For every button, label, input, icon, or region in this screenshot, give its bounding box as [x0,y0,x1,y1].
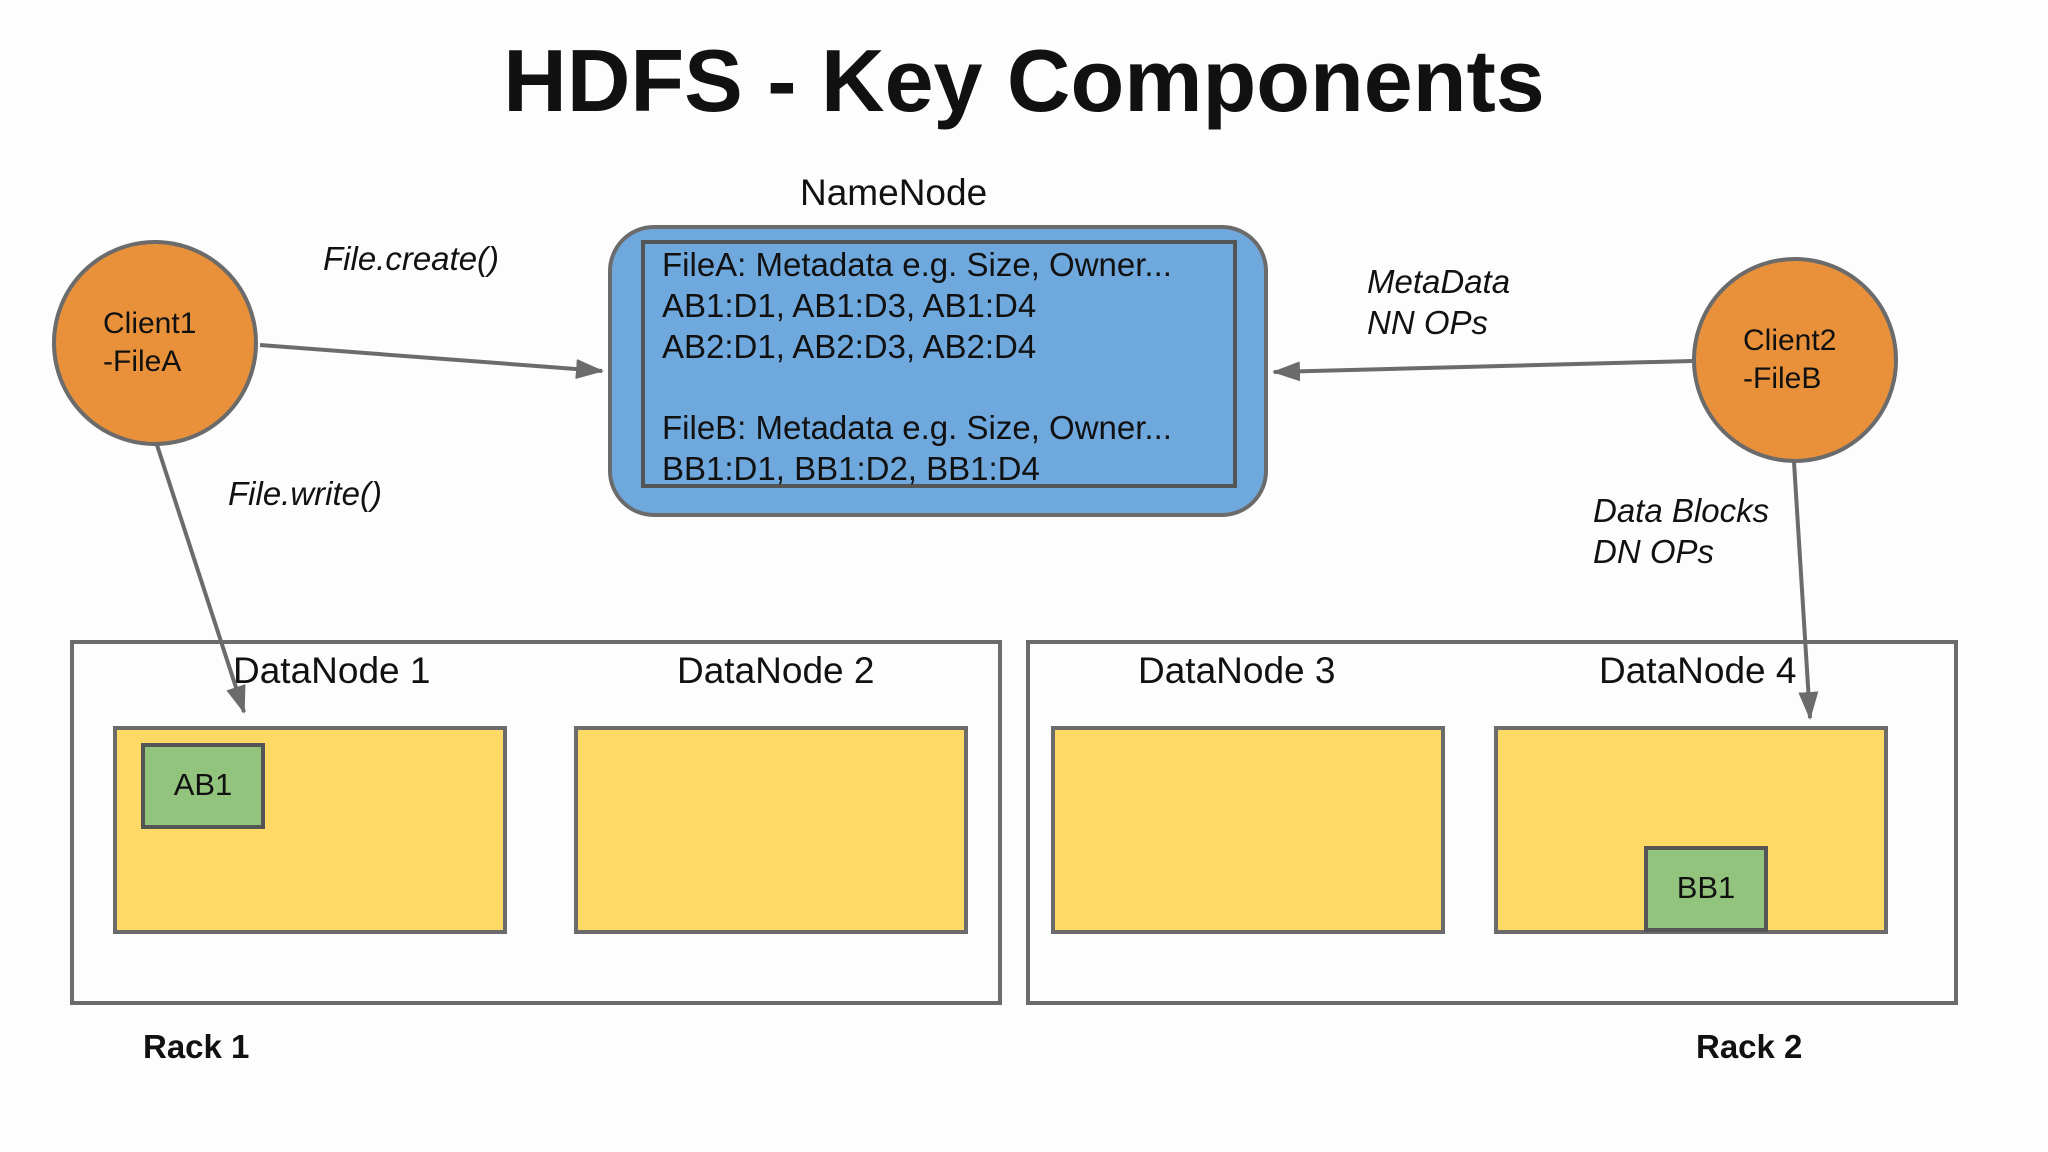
edge-label-metadata: MetaData [1367,263,1511,300]
namenode-metadata-panel [641,240,1237,488]
arrow-client1-to-namenode [259,343,604,380]
client2-label: Client2 [1743,324,1837,357]
client1-label: Client1 [103,307,197,340]
edge-label-create: File.create() [323,240,500,277]
namenode-line-filea: FileA: Metadata e.g. Size, Owner... [662,246,1172,283]
datanode-2-label: DataNode 2 [677,650,875,691]
namenode-label: NameNode [800,172,988,213]
datanode-2-box[interactable] [574,726,968,934]
client1-file-label: -FileA [103,345,182,378]
edge-label-write: File.write() [228,475,382,512]
client2-node[interactable] [1692,257,1898,463]
client1-node[interactable] [52,240,258,446]
namenode-line-fileb: FileB: Metadata e.g. Size, Owner... [662,409,1172,446]
datanode-3-box[interactable] [1051,726,1445,934]
datanode-4-box[interactable] [1494,726,1888,934]
edge-label-data-blocks: Data Blocks [1593,492,1770,529]
namenode-line-ab2: AB2:D1, AB2:D3, AB2:D4 [662,328,1037,365]
rack-2-label: Rack 2 [1696,1028,1803,1065]
arrow-client2-to-datanode4 [1792,461,1819,720]
block-bb1[interactable]: BB1 [1644,846,1768,932]
namenode-box[interactable] [608,225,1268,517]
block-ab1[interactable]: AB1 [141,743,265,829]
datanode-3-label: DataNode 3 [1138,650,1336,691]
datanode-1-label: DataNode 1 [233,650,431,691]
arrow-client2-to-namenode [1272,359,1693,382]
datanode-4-label: DataNode 4 [1599,650,1797,691]
arrow-client1-to-datanode1 [155,444,246,714]
namenode-line-bb1: BB1:D1, BB1:D2, BB1:D4 [662,450,1040,487]
rack-1-label: Rack 1 [143,1028,250,1065]
edge-label-dn-ops: DN OPs [1593,533,1715,570]
edge-label-nn-ops: NN OPs [1367,304,1489,341]
namenode-line-ab1: AB1:D1, AB1:D3, AB1:D4 [662,287,1037,324]
client2-file-label: -FileB [1743,362,1822,395]
page-title: HDFS - Key Components [503,31,1545,130]
